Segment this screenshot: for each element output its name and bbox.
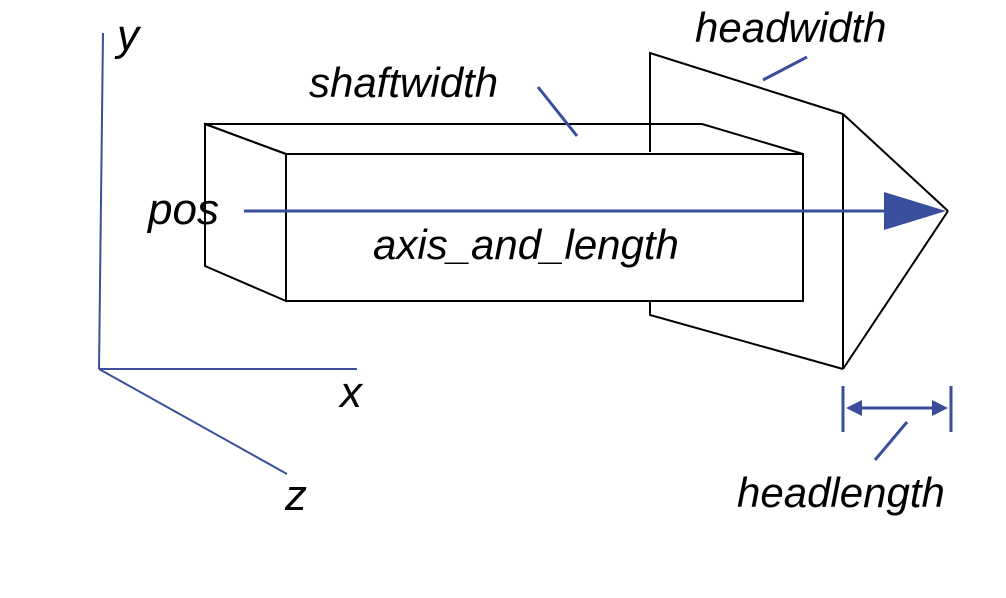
head-back-plane	[649, 51, 844, 152]
head-upper-face	[842, 113, 949, 212]
shaftwidth-label: shaftwidth	[309, 59, 498, 106]
axis-and-length-label: axis_and_length	[373, 221, 679, 268]
y-axis-line	[98, 32, 104, 370]
y-axis-label: y	[114, 11, 142, 60]
shaft-top-face	[204, 123, 804, 155]
arrow-head	[649, 51, 949, 370]
z-axis-line	[98, 368, 288, 475]
headlength-left-arrowhead	[846, 400, 862, 416]
headlength-label: headlength	[737, 469, 945, 516]
axis-and-length-arrow	[244, 192, 946, 230]
head-back-plane-lower	[649, 300, 844, 370]
shaftwidth-leader	[536, 86, 579, 137]
shaft-left-face	[204, 122, 287, 303]
x-axis-label: x	[338, 368, 364, 417]
headwidth-leader	[762, 55, 808, 82]
z-axis-label: z	[284, 471, 307, 520]
headlength-right-arrowhead	[932, 400, 948, 416]
axis-arrow-head	[884, 192, 946, 230]
coordinate-axes	[98, 32, 357, 475]
headlength-leader	[873, 421, 909, 461]
arrow-shaft	[204, 122, 804, 303]
head-lower-face	[842, 210, 949, 370]
pos-label: pos	[146, 185, 219, 234]
headlength-dimension	[841, 386, 953, 461]
headwidth-label: headwidth	[695, 4, 886, 51]
